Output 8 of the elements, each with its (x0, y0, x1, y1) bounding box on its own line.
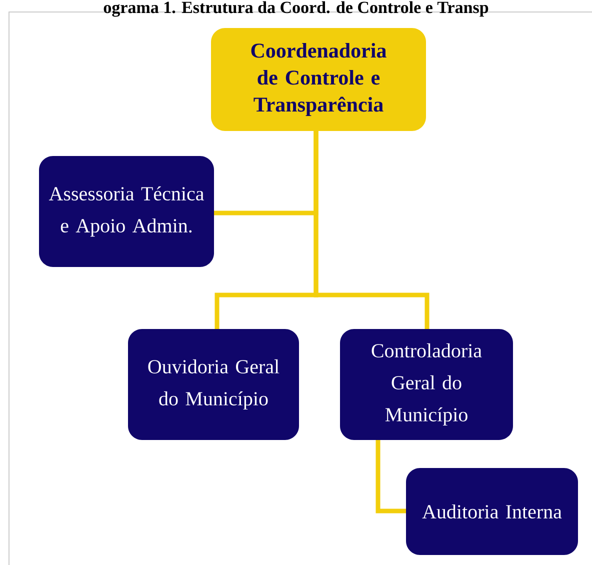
head-box: Coordenadoria de Controle e Transparência (211, 28, 426, 131)
unit-box: Auditoria Interna (406, 468, 578, 555)
unit-box: Controladoria Geral do Município (340, 329, 513, 440)
connector-line (314, 131, 430, 329)
title: ograma 1. Estrutura da Coord. de Controle e Transp (104, 1, 488, 17)
unit-box: Assessoria Técnica e Apoio Admin. (39, 156, 214, 267)
connector-line (376, 440, 406, 514)
unit-box: Ouvidoria Geral do Município (128, 329, 299, 440)
